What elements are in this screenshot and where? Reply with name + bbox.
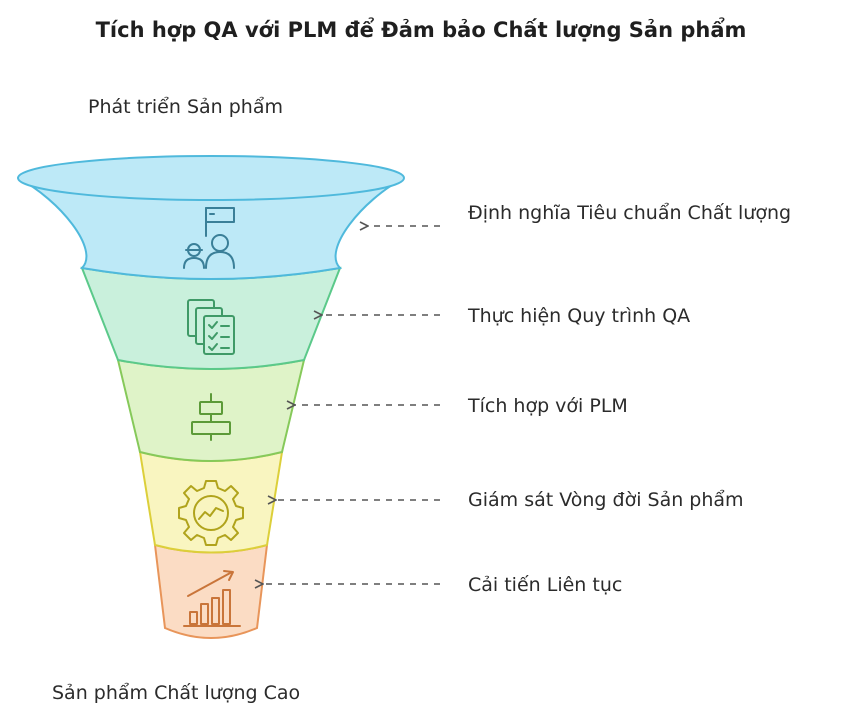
diagram-title: Tích hợp QA với PLM để Đảm bảo Chất lượn…	[95, 18, 747, 42]
funnel-input-label: Phát triển Sản phẩm	[88, 96, 283, 118]
stage-label-continuous-improvement: Cải tiến Liên tục	[468, 574, 623, 596]
align-center-icon	[191, 393, 231, 441]
gear-chart-icon	[178, 480, 244, 546]
funnel-segment-lifecycle-monitoring	[138, 450, 284, 554]
stage-label-qa-process: Thực hiện Quy trình QA	[468, 305, 691, 327]
checklist-icon	[187, 299, 235, 355]
funnel-segment-continuous-improvement	[153, 543, 269, 639]
stage-label-lifecycle-monitoring: Giám sát Vòng đời Sản phẩm	[468, 489, 744, 511]
team-flag-icon	[183, 207, 235, 269]
funnel-rim	[17, 155, 405, 201]
funnel-output-label: Sản phẩm Chất lượng Cao	[52, 682, 301, 704]
stage-label-plm-integration: Tích hợp với PLM	[468, 395, 628, 417]
funnel-segment-quality-standards	[17, 177, 405, 280]
stage-label-quality-standards: Định nghĩa Tiêu chuẩn Chất lượng	[468, 202, 792, 224]
growth-chart-icon	[183, 570, 241, 627]
